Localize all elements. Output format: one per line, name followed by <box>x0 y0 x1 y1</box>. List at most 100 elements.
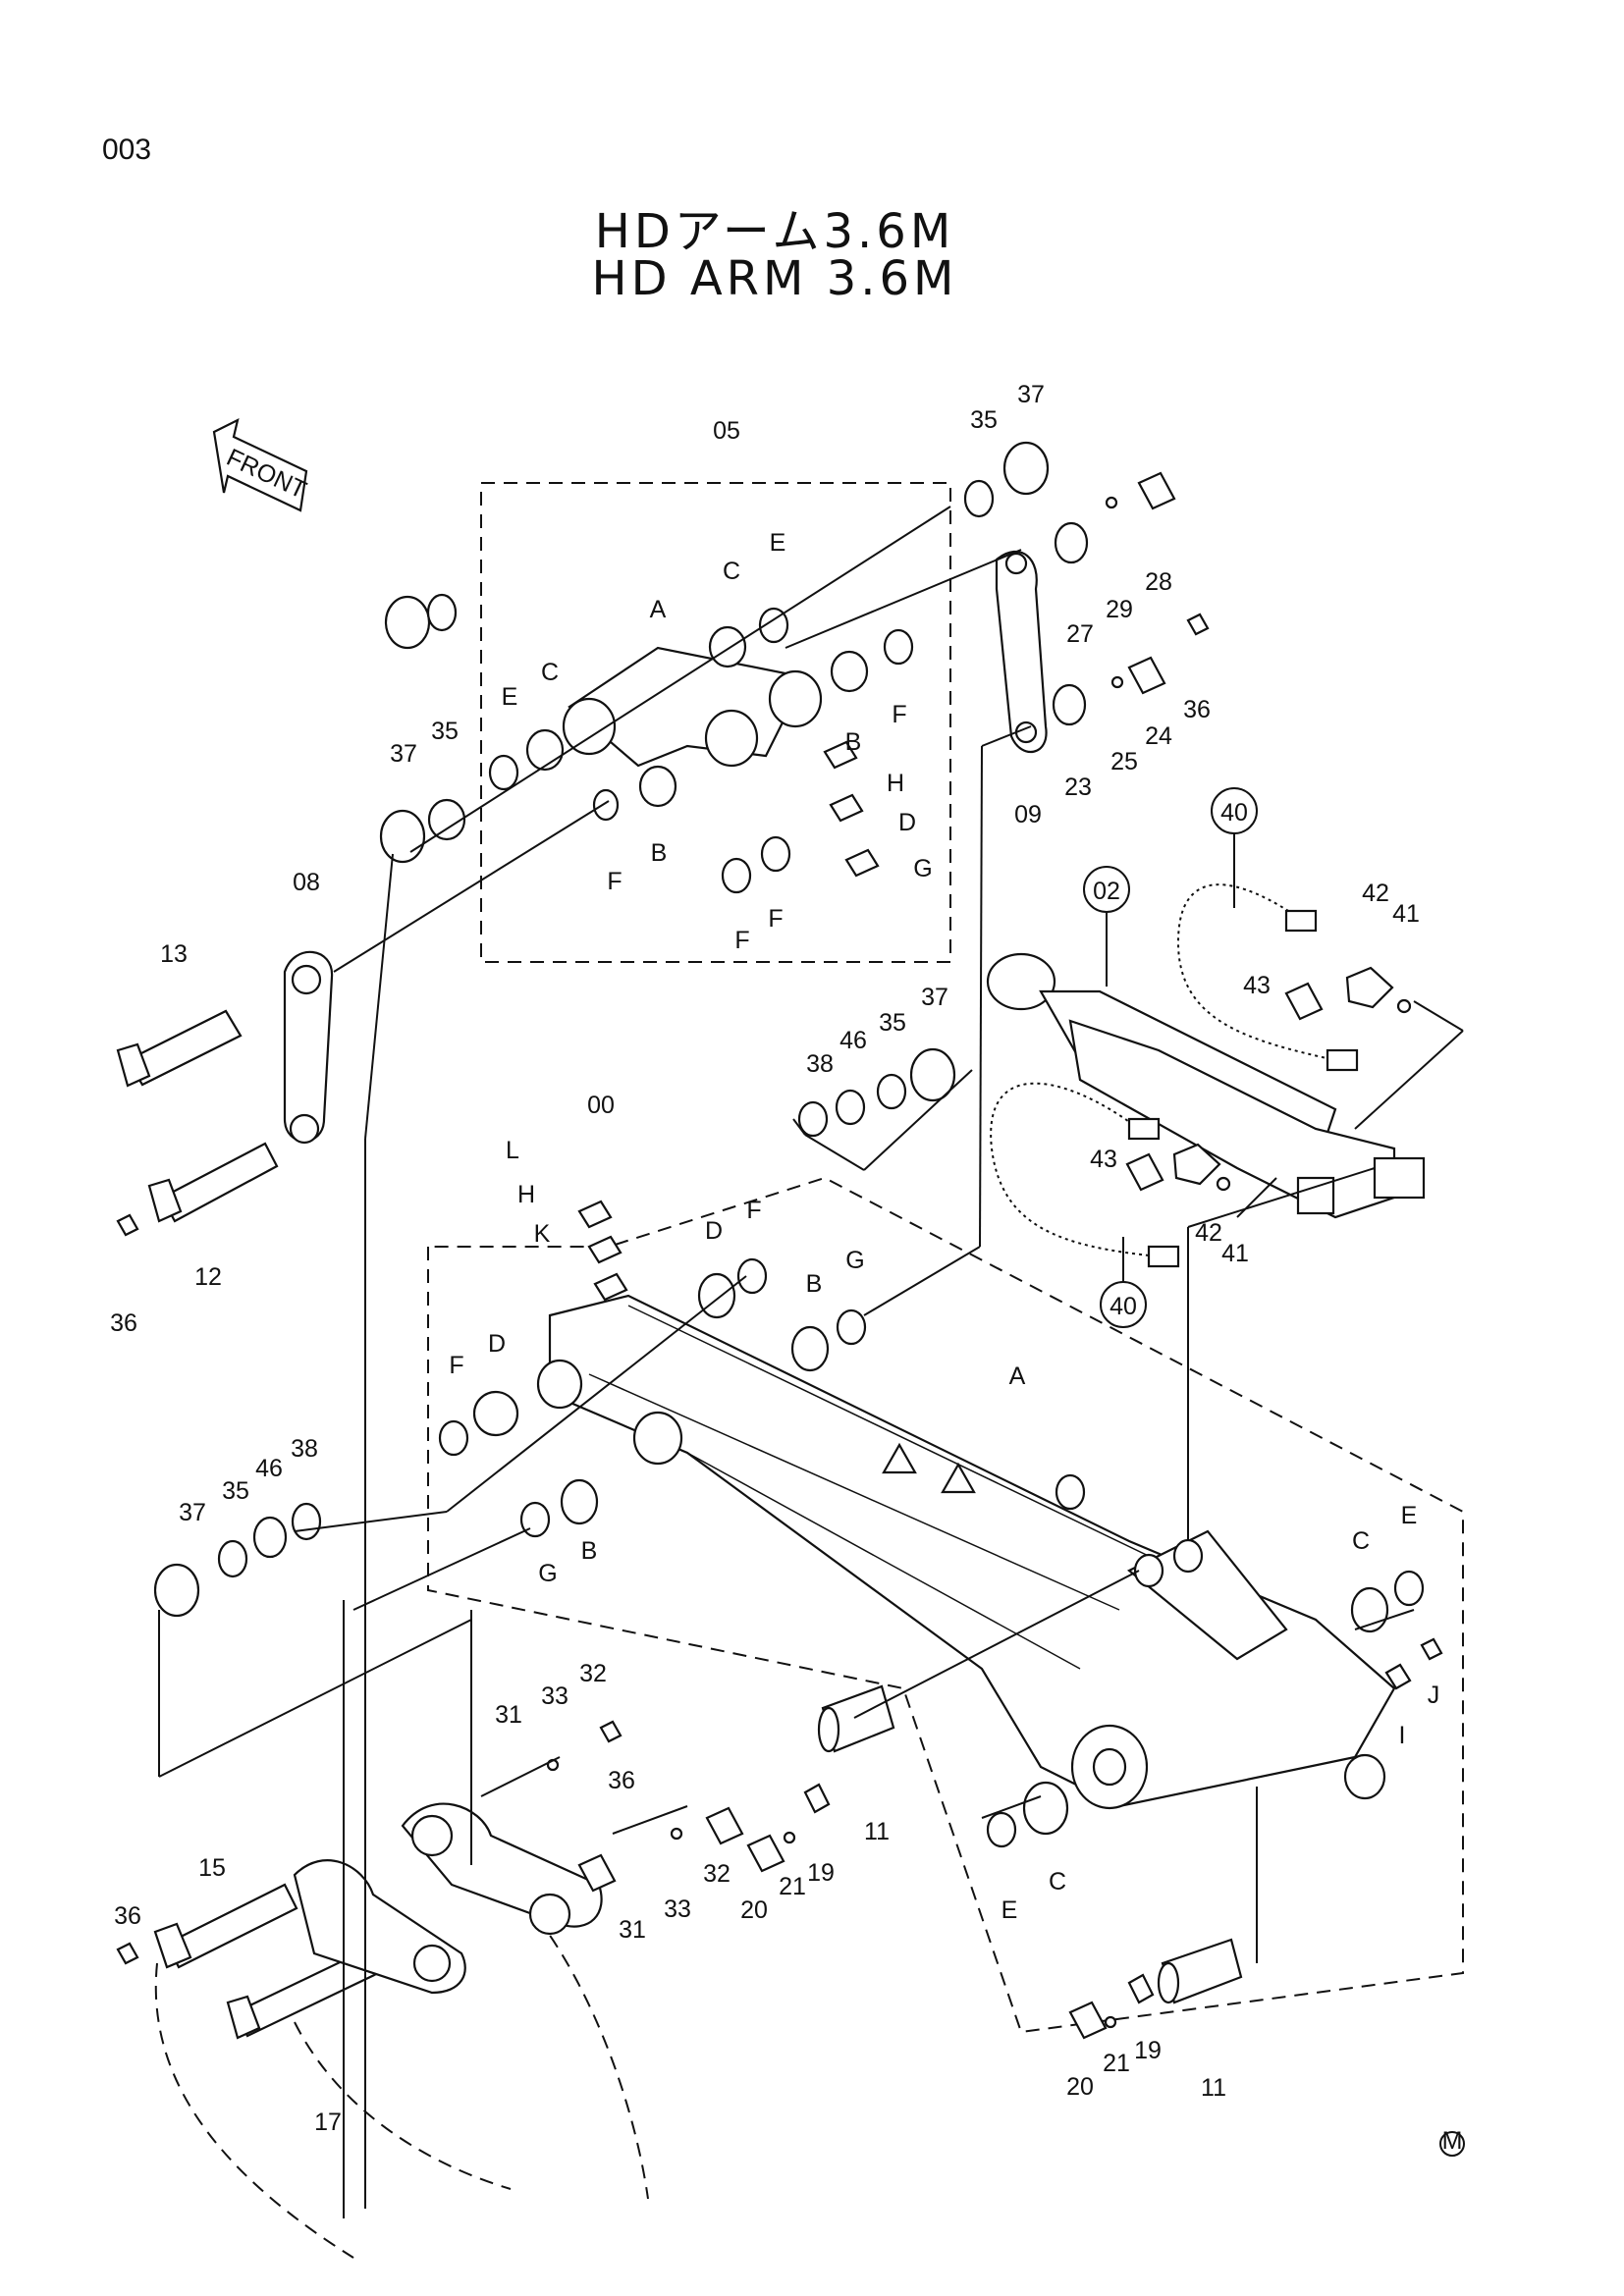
callout-17: 17 <box>314 2109 342 2136</box>
callout-f-mid: F <box>746 1197 761 1224</box>
callout-08: 08 <box>293 869 320 896</box>
callout-g-lowleft: G <box>538 1560 557 1587</box>
callout-27: 27 <box>1066 620 1094 648</box>
callout-36-right: 36 <box>1183 696 1211 723</box>
callout-15: 15 <box>198 1854 226 1882</box>
callout-20-upper: 20 <box>740 1896 768 1924</box>
callout-05: 05 <box>713 417 740 445</box>
callout-38-lowleft: 38 <box>291 1435 318 1463</box>
arm-cylinder <box>986 952 1426 1219</box>
callout-d-upper: D <box>898 809 916 836</box>
callout-36-mid: 36 <box>608 1767 635 1794</box>
callout-d-mid: D <box>705 1217 723 1245</box>
callout-e-right: E <box>1401 1502 1418 1529</box>
callout-37-left: 37 <box>390 740 417 768</box>
bell-crank <box>562 646 823 768</box>
callout-28: 28 <box>1145 568 1172 596</box>
callout-32-lower: 32 <box>703 1860 731 1888</box>
callout-33-lower: 33 <box>664 1896 691 1923</box>
callout-k: K <box>534 1220 551 1248</box>
callout-e-bottom: E <box>1001 1896 1018 1924</box>
callout-41-upper: 41 <box>1392 900 1420 928</box>
callout-19-upper: 19 <box>807 1859 835 1887</box>
callout-31-lower: 31 <box>619 1916 646 1944</box>
hydraulic-hose-lower <box>990 1082 1180 1268</box>
callout-46-lowleft: 46 <box>255 1455 283 1482</box>
callout-f-right: F <box>892 701 906 728</box>
corner-mark: M <box>1442 2127 1463 2155</box>
callout-38-top: 38 <box>806 1050 834 1078</box>
callout-33-upper: 33 <box>541 1682 568 1710</box>
callout-c-right: C <box>1352 1527 1370 1555</box>
callout-21-upper: 21 <box>779 1873 806 1900</box>
callout-a-crank: A <box>650 596 667 623</box>
callout-g-mid: G <box>845 1247 864 1274</box>
callout-b-right: B <box>845 728 862 756</box>
callout-35-left: 35 <box>431 718 459 745</box>
callout-f-low2: F <box>768 905 783 933</box>
callout-12: 12 <box>194 1263 222 1291</box>
pin-11-lower <box>1157 1938 1243 2004</box>
callout-c-bottom: C <box>1049 1868 1066 1896</box>
bolts <box>116 471 1443 2040</box>
pin-12 <box>147 1142 279 1223</box>
callout-32-upper: 32 <box>579 1660 607 1687</box>
callout-24: 24 <box>1145 722 1172 750</box>
callout-23: 23 <box>1064 774 1092 801</box>
callout-f-arm: F <box>449 1352 463 1379</box>
callout-f-low1: F <box>734 927 749 954</box>
callout-f-left: F <box>607 868 622 895</box>
callout-c-left: C <box>541 659 559 686</box>
callout-37-mid: 37 <box>921 984 948 1011</box>
title-english: HD ARM 3.6M <box>591 251 958 306</box>
callout-37-top: 37 <box>1017 381 1045 408</box>
arm-body <box>536 1294 1396 1810</box>
callout-00: 00 <box>587 1092 615 1119</box>
link-08 <box>283 950 334 1145</box>
callout-e-left: E <box>502 683 518 711</box>
callout-41-lower: 41 <box>1221 1240 1249 1267</box>
callout-29: 29 <box>1106 596 1133 623</box>
callout-42-upper: 42 <box>1362 880 1389 907</box>
hydraulic-hose-upper <box>1176 883 1359 1072</box>
callout-e-upper: E <box>770 529 786 557</box>
callout-b-left: B <box>651 839 668 867</box>
pin-13 <box>116 1009 243 1088</box>
callout-11-lower: 11 <box>1201 2074 1226 2102</box>
callout-42-lower: 42 <box>1195 1219 1222 1247</box>
callout-h-upper: H <box>887 770 904 797</box>
callout-20-lower: 20 <box>1066 2073 1094 2101</box>
group-00-box <box>427 1176 1464 2034</box>
callout-25: 25 <box>1110 748 1138 775</box>
callout-d-arm: D <box>488 1330 506 1358</box>
callout-a-arm: A <box>1009 1362 1026 1390</box>
pin-11-upper <box>817 1684 895 1753</box>
callout-31-upper: 31 <box>495 1701 522 1729</box>
callout-13: 13 <box>160 940 188 968</box>
callout-43-lower: 43 <box>1090 1146 1117 1173</box>
link-09 <box>995 550 1048 754</box>
callout-g-upper: G <box>913 855 932 882</box>
callout-35-lowleft: 35 <box>222 1477 249 1505</box>
callout-j: J <box>1428 1682 1440 1709</box>
callout-35-top: 35 <box>970 406 998 434</box>
callout-b-mid: B <box>806 1270 823 1298</box>
callout-02: 02 <box>1093 878 1120 905</box>
pin-15 <box>153 1883 298 1969</box>
callout-19-lower: 19 <box>1134 2037 1162 2064</box>
bucket-link <box>293 1802 603 1995</box>
front-arrow-icon: FRONT <box>212 417 310 512</box>
callout-09: 09 <box>1014 801 1042 828</box>
page-number: 003 <box>102 133 152 166</box>
leader-lines <box>158 506 1464 2218</box>
callout-37-lowleft: 37 <box>179 1499 206 1526</box>
callout-b-lowleft: B <box>581 1537 598 1565</box>
callout-35-mid: 35 <box>879 1009 906 1037</box>
bushings <box>153 441 1425 1848</box>
callout-l: L <box>506 1137 519 1164</box>
callout-11-upper: 11 <box>864 1818 890 1845</box>
callout-36-left: 36 <box>110 1309 137 1337</box>
callout-43-upper: 43 <box>1243 972 1271 999</box>
callout-i: I <box>1399 1722 1406 1749</box>
